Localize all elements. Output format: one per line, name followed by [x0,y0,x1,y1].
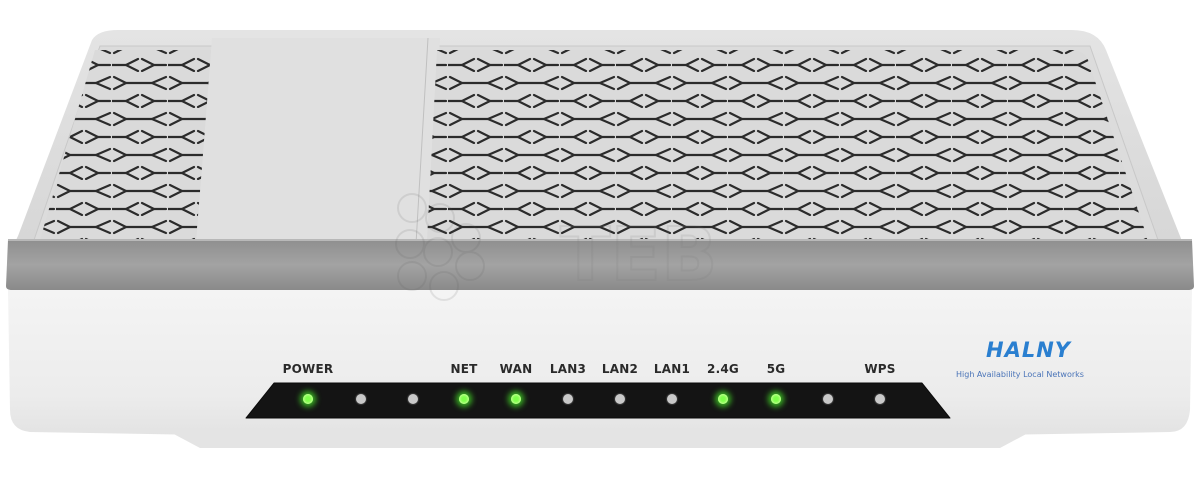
led-label-2-4g: 2.4G [707,362,739,376]
led-lan3-indicator [563,394,573,404]
led-2-4g-indicator [718,394,728,404]
led-wan-indicator [511,394,521,404]
led-unlabeled-3-indicator [823,394,833,404]
led-lan1-indicator [667,394,677,404]
led-lan2-indicator [615,394,625,404]
led-unlabeled-1-indicator [356,394,366,404]
led-power-indicator [303,394,313,404]
led-label-wps: WPS [864,362,896,376]
led-label-lan1: LAN1 [653,362,691,376]
watermark-text: TEB [560,212,717,298]
led-wps-indicator [875,394,885,404]
led-label-wan: WAN [499,362,533,376]
led-label-lan2: LAN2 [601,362,639,376]
brand-tagline: High Availability Local Networks [956,370,1084,379]
brand-logo: HALNY High Availability Local Networks [956,338,1084,379]
led-net-indicator [459,394,469,404]
led-unlabeled-2-indicator [408,394,418,404]
led-label-lan3: LAN3 [549,362,587,376]
brand-name: HALNY [986,338,1071,362]
led-label-power: POWER [282,362,334,376]
led-label-5g: 5G [766,362,786,376]
led-5g-indicator [771,394,781,404]
led-label-net: NET [450,362,478,376]
